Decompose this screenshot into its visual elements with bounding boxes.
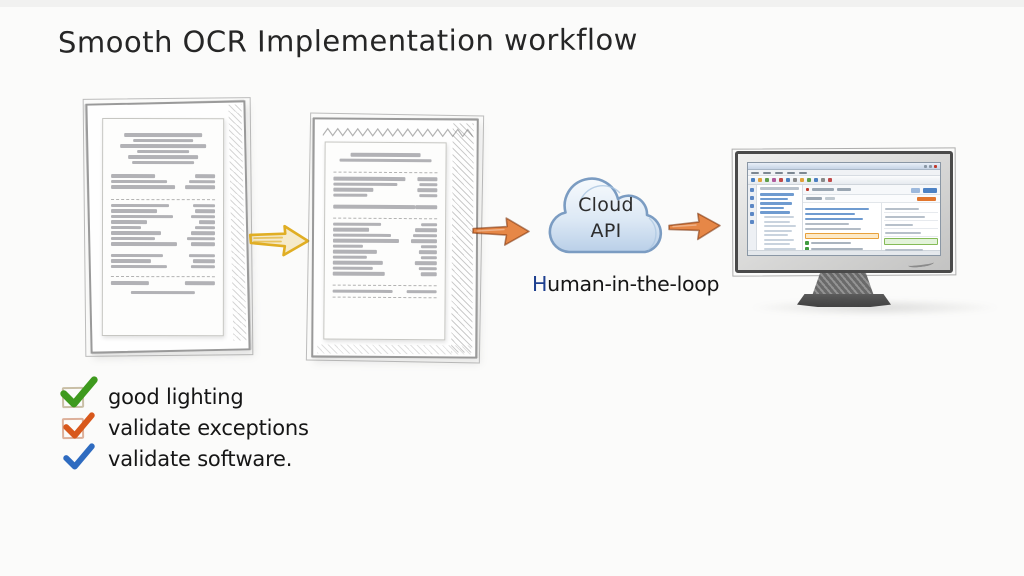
monitor-stand — [812, 273, 874, 296]
cloud-icon — [548, 177, 663, 254]
check-icon — [60, 376, 98, 408]
highlighted-exception-row — [805, 232, 880, 239]
receipt-text-lines — [110, 128, 216, 295]
panel-header — [803, 185, 940, 195]
arrow-right-icon — [472, 217, 530, 246]
toolbar — [748, 176, 940, 185]
status-bar — [748, 250, 940, 255]
icon-strip — [748, 185, 757, 250]
checklist-item-label: validate software. — [108, 446, 293, 471]
receipt-text-lines — [332, 152, 438, 299]
checklist-item-label: validate exceptions — [108, 415, 309, 440]
detail-panel — [882, 203, 940, 254]
validated-row — [884, 238, 938, 245]
maximize-icon — [929, 165, 932, 168]
original-receipt-sketch — [85, 100, 251, 354]
exception-badge — [917, 197, 936, 201]
close-icon — [934, 165, 937, 168]
minimize-icon — [924, 165, 927, 168]
fields-list-panel — [803, 203, 883, 255]
field-toolbar — [803, 195, 940, 203]
pencil-hatching — [228, 104, 247, 341]
perforated-edge — [322, 127, 473, 138]
pencil-hatching — [317, 344, 472, 355]
arrow-right-icon — [668, 212, 721, 241]
checklist-item: validate exceptions — [60, 412, 309, 443]
check-icon — [63, 412, 95, 439]
checklist-item-label: good lighting — [108, 384, 244, 409]
error-icon — [806, 188, 809, 191]
checklist-item: validate software. — [60, 443, 309, 474]
arrow-right-icon — [248, 224, 310, 257]
monitor-sketch — [735, 151, 953, 273]
scanned-receipt-sketch — [311, 117, 479, 359]
checklist: good lighting validate exceptions valida… — [60, 376, 309, 474]
page-title: Smooth OCR Implementation workflow — [57, 22, 639, 60]
shadow — [752, 299, 998, 316]
receipt-paper — [323, 141, 447, 341]
check-icon — [63, 443, 95, 470]
receipt-paper — [101, 117, 225, 337]
checklist-item: good lighting — [60, 376, 309, 412]
human-in-the-loop-label: Human-in-the-loop — [532, 272, 720, 296]
confirm-button — [923, 187, 937, 193]
document-tree-panel — [757, 185, 803, 250]
monitor-base — [797, 294, 891, 307]
window-titlebar — [748, 163, 940, 170]
secondary-button — [911, 187, 920, 193]
verification-software-screen — [747, 162, 941, 256]
pencil-mark — [907, 259, 935, 269]
menu-bar — [748, 170, 940, 176]
cloud-api-label: Cloud API — [578, 194, 634, 242]
